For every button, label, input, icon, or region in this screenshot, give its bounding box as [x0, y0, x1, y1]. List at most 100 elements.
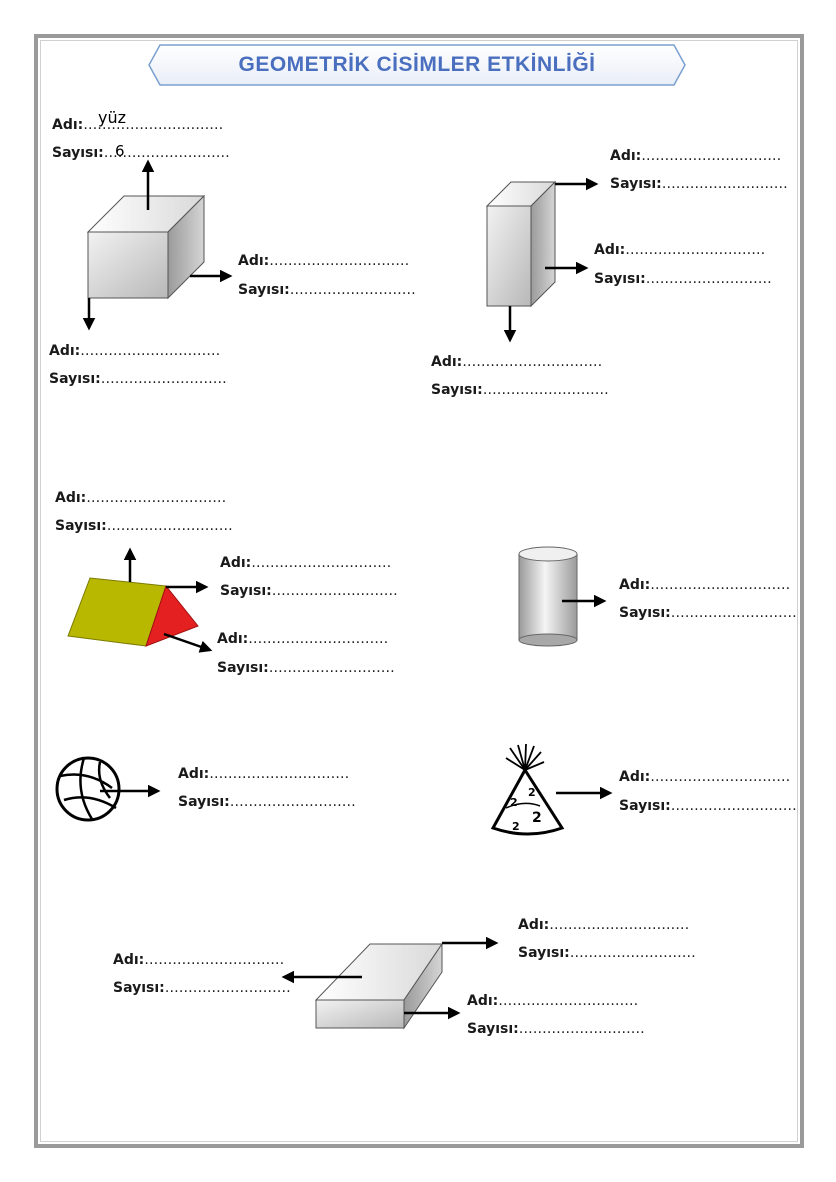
answer-blank: ………………………… [248, 631, 389, 647]
example-count-answer: 6 [115, 142, 125, 160]
name-field[interactable]: Adı:………………………… [178, 766, 349, 782]
name-label: Adı: [238, 253, 270, 269]
count-field[interactable]: Sayısı:……………………… [431, 382, 609, 398]
svg-text:2: 2 [510, 796, 518, 809]
count-field[interactable]: Sayısı:……………………… [49, 371, 227, 387]
name-field[interactable]: Adı:………………………… [610, 148, 781, 164]
count-label: Sayısı: [49, 371, 101, 387]
count-label: Sayısı: [619, 605, 671, 621]
name-field[interactable]: Adı:………………………… [467, 993, 638, 1009]
answer-blank: ………………………… [209, 766, 350, 782]
name-label: Adı: [610, 148, 642, 164]
party-hat-icon: 2 2 2 2 [490, 743, 565, 836]
count-label: Sayısı: [619, 798, 671, 814]
flat-prism-icon [314, 942, 443, 1030]
answer-blank: ………………………… [269, 253, 410, 269]
name-field[interactable]: Adı:………………………… [113, 952, 284, 968]
count-field[interactable]: Sayısı:……………………… [467, 1021, 645, 1037]
svg-text:2: 2 [512, 820, 520, 833]
answer-blank: ……………………… [670, 605, 797, 621]
name-label: Adı: [467, 993, 499, 1009]
name-field[interactable]: Adı:………………………… [518, 917, 689, 933]
count-label: Sayısı: [594, 271, 646, 287]
count-label: Sayısı: [52, 145, 104, 161]
name-field[interactable]: Adı:………………………… [594, 242, 765, 258]
answer-blank: ……………………… [164, 980, 291, 996]
answer-blank: ………………………… [86, 490, 227, 506]
answer-blank: ……………………… [670, 798, 797, 814]
answer-blank: ……………………… [569, 945, 696, 961]
name-label: Adı: [55, 490, 87, 506]
answer-blank: ……………………… [106, 518, 233, 534]
cube-icon [86, 194, 206, 300]
name-field[interactable]: Adı:………………………… [52, 117, 223, 133]
name-label: Adı: [431, 354, 463, 370]
name-field[interactable]: Adı:………………………… [217, 631, 388, 647]
name-label: Adı: [113, 952, 145, 968]
count-field[interactable]: Sayısı:……………………… [113, 980, 291, 996]
answer-blank: ………………………… [650, 769, 791, 785]
svg-text:2: 2 [528, 786, 536, 799]
name-label: Adı: [518, 917, 550, 933]
count-label: Sayısı: [220, 583, 272, 599]
name-field[interactable]: Adı:………………………… [619, 577, 790, 593]
name-label: Adı: [178, 766, 210, 782]
answer-blank: ……………………… [229, 794, 356, 810]
answer-blank: ………………………… [144, 952, 285, 968]
count-field[interactable]: Sayısı:……………………… [518, 945, 696, 961]
count-field[interactable]: Sayısı:……………………… [238, 282, 416, 298]
answer-blank: ………………………… [251, 555, 392, 571]
answer-blank: ……………………… [289, 282, 416, 298]
answer-blank: ………………………… [549, 917, 690, 933]
name-label: Adı: [52, 117, 84, 133]
answer-blank: ………………………… [641, 148, 782, 164]
count-field[interactable]: Sayısı:……………………… [220, 583, 398, 599]
page-title: GEOMETRİK CİSİMLER ETKİNLİĞİ [238, 53, 596, 76]
answer-blank: ……………………… [645, 271, 772, 287]
name-field[interactable]: Adı:………………………… [49, 343, 220, 359]
volleyball-icon [55, 756, 121, 822]
answer-blank: ……………………… [103, 145, 230, 161]
count-label: Sayısı: [238, 282, 290, 298]
count-label: Sayısı: [610, 176, 662, 192]
svg-text:2: 2 [532, 810, 542, 826]
count-field[interactable]: Sayısı:……………………… [594, 271, 772, 287]
triangular-prism-icon [67, 577, 199, 647]
example-name-answer: yüz [98, 108, 127, 127]
name-field[interactable]: Adı:………………………… [431, 354, 602, 370]
count-label: Sayısı: [467, 1021, 519, 1037]
answer-blank: ………………………… [650, 577, 791, 593]
count-field[interactable]: Sayısı:……………………… [217, 660, 395, 676]
answer-blank: ………………………… [625, 242, 766, 258]
rectangular-prism-icon [485, 180, 557, 308]
name-field[interactable]: Adı:………………………… [238, 253, 409, 269]
count-field[interactable]: Sayısı:……………………… [610, 176, 788, 192]
count-field[interactable]: Sayısı:……………………… [619, 798, 797, 814]
count-field[interactable]: Sayısı:……………………… [619, 605, 797, 621]
answer-blank: ……………………… [482, 382, 609, 398]
answer-blank: ……………………… [518, 1021, 645, 1037]
count-label: Sayısı: [431, 382, 483, 398]
name-label: Adı: [619, 769, 651, 785]
count-label: Sayısı: [217, 660, 269, 676]
count-label: Sayısı: [518, 945, 570, 961]
count-field[interactable]: Sayısı:……………………… [52, 145, 230, 161]
count-label: Sayısı: [113, 980, 165, 996]
answer-blank: ……………………… [271, 583, 398, 599]
page-inner-border [40, 40, 798, 1142]
count-field[interactable]: Sayısı:……………………… [178, 794, 356, 810]
name-field[interactable]: Adı:………………………… [619, 769, 790, 785]
title-banner [148, 44, 686, 86]
count-field[interactable]: Sayısı:……………………… [55, 518, 233, 534]
name-label: Adı: [217, 631, 249, 647]
count-label: Sayısı: [55, 518, 107, 534]
answer-blank: ………………………… [462, 354, 603, 370]
arrow-right [163, 632, 213, 653]
name-field[interactable]: Adı:………………………… [55, 490, 226, 506]
cylinder-icon [518, 546, 578, 647]
answer-blank: ………………………… [80, 343, 221, 359]
name-label: Adı: [594, 242, 626, 258]
count-label: Sayısı: [178, 794, 230, 810]
name-field[interactable]: Adı:………………………… [220, 555, 391, 571]
